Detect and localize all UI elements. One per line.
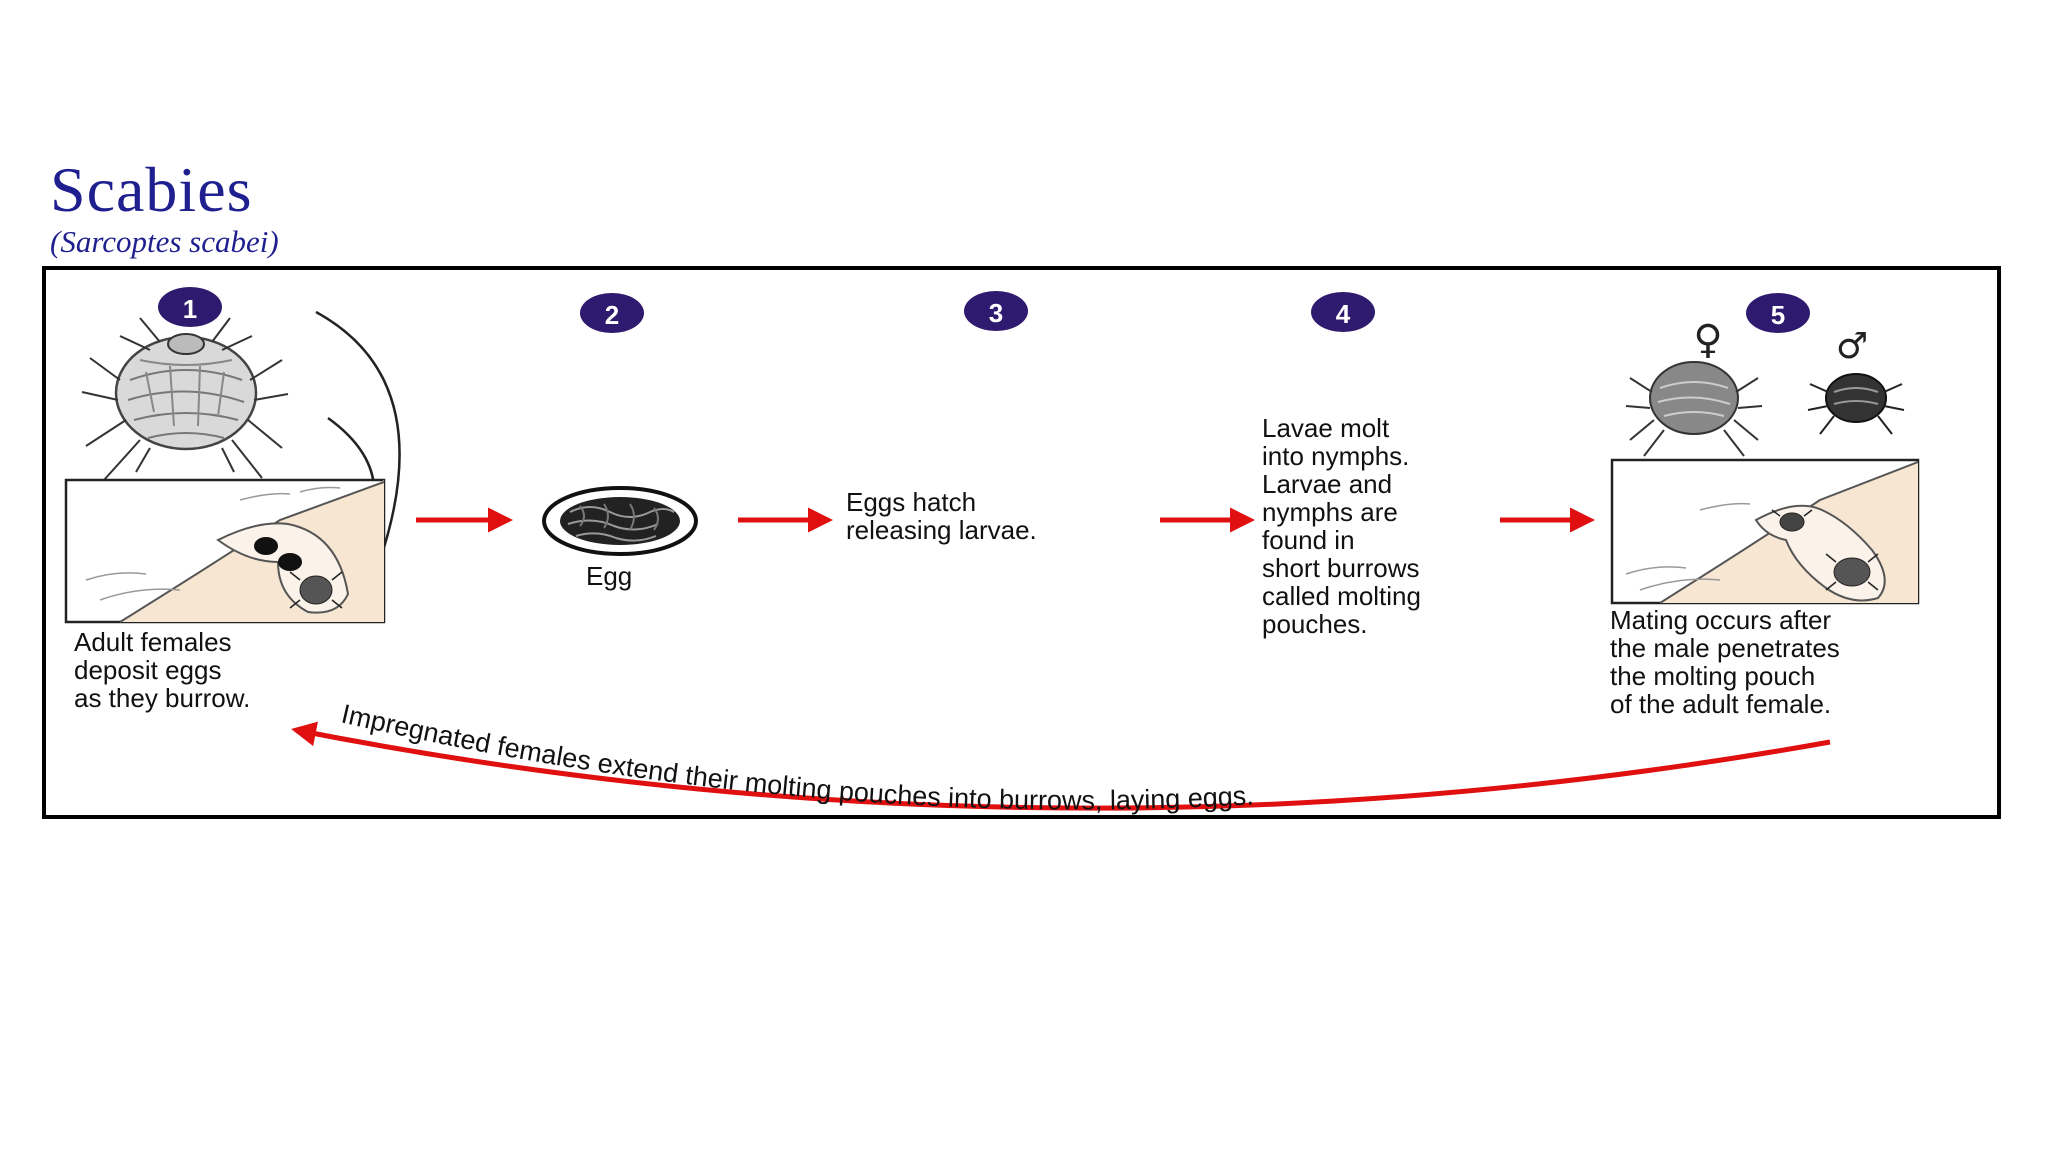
step-1-caption: Adult females deposit eggs as they burro… xyxy=(74,627,251,713)
female-mite-icon xyxy=(1625,361,1763,457)
step-5-caption: Mating occurs after the male penetrates … xyxy=(1610,605,1840,719)
step-2-badge: 2 xyxy=(580,293,644,333)
step-1-badge: 1 xyxy=(158,287,222,327)
return-arrow xyxy=(291,721,1831,811)
step-5-number: 5 xyxy=(1771,300,1785,330)
molting-pouch-icon xyxy=(1610,458,1920,605)
return-arrow-label-text: Impregnated females extend their molting… xyxy=(339,699,1255,816)
egg-icon xyxy=(542,486,698,556)
step-3-caption: Eggs hatch releasing larvae. xyxy=(846,487,1037,545)
diagram-subtitle: (Sarcoptes scabei) xyxy=(50,224,279,259)
male-symbol-icon: ♂ xyxy=(1836,326,1868,367)
step-2-caption: Egg xyxy=(586,561,633,591)
step-1-number: 1 xyxy=(183,294,197,324)
female-symbol-icon: ♀ xyxy=(1693,317,1722,363)
step-5-badge: 5 xyxy=(1746,293,1810,333)
step-2-number: 2 xyxy=(605,300,619,330)
step-4-badge: 4 xyxy=(1311,292,1375,332)
step-3-number: 3 xyxy=(989,298,1003,328)
male-mite-icon xyxy=(1807,373,1905,435)
step-4-number: 4 xyxy=(1336,299,1351,329)
step-3-badge: 3 xyxy=(964,291,1028,331)
step-4-caption: Lavae molt into nymphs. Larvae and nymph… xyxy=(1262,413,1421,639)
callout-line-outer xyxy=(315,310,401,561)
mite-icon xyxy=(81,317,289,481)
return-arrow-label: Impregnated females extend their molting… xyxy=(339,699,1255,816)
diagram-title: Scabies xyxy=(50,154,253,225)
burrow-icon xyxy=(64,478,386,624)
